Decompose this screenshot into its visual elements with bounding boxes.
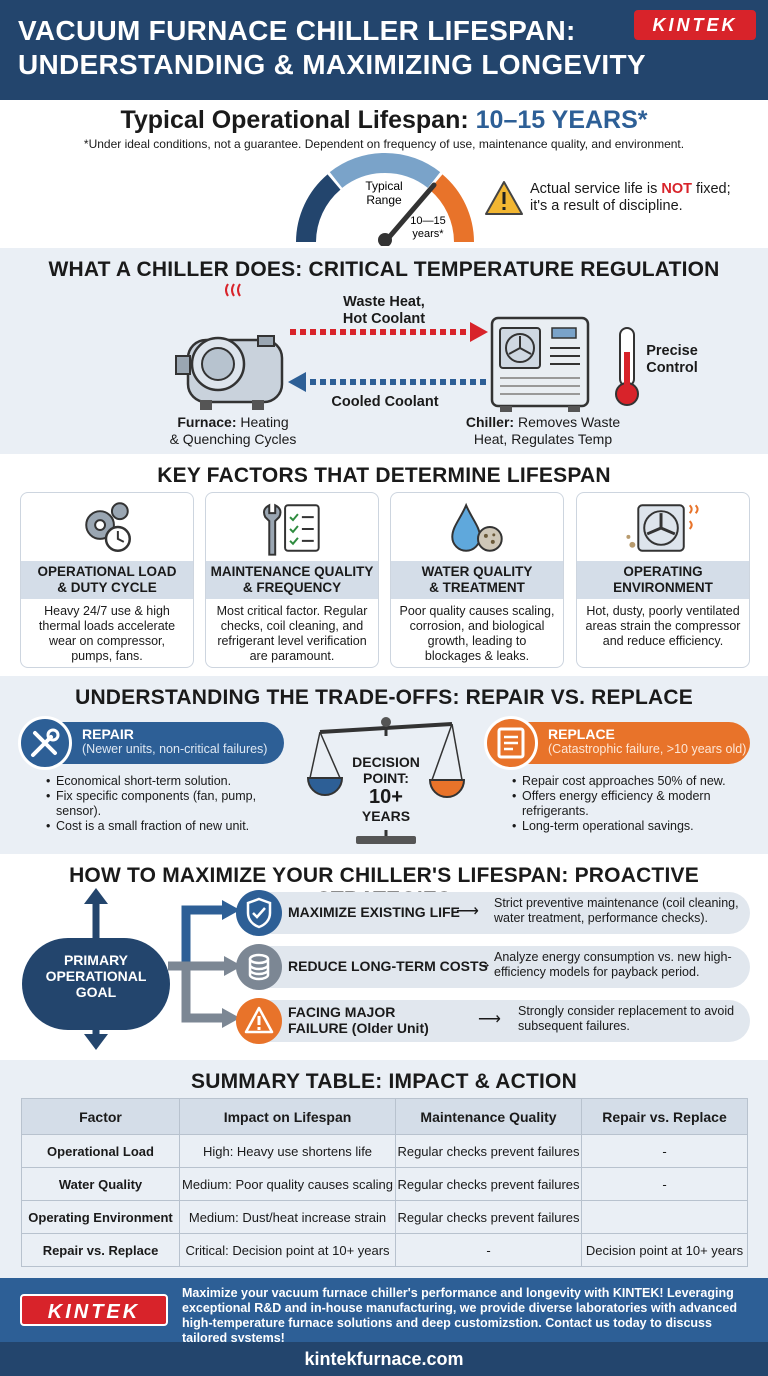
fan-dust-icon: [626, 504, 699, 552]
section-title: KEY FACTORS THAT DETERMINE LIFESPAN: [157, 464, 611, 487]
section-title: SUMMARY TABLE: IMPACT & ACTION: [191, 1070, 577, 1093]
factor-card-operational-load: OPERATIONAL LOAD& DUTY CYCLE Heavy 24/7 …: [20, 492, 194, 668]
shield-check-icon: [236, 890, 282, 936]
coins-icon: [236, 944, 282, 990]
chiller-function-section: WHAT A CHILLER DOES: CRITICAL TEMPERATUR…: [0, 248, 768, 454]
strategies-section: HOW TO MAXIMIZE YOUR CHILLER'S LIFESPAN:…: [0, 854, 768, 1060]
summary-table: Factor Impact on Lifespan Maintenance Qu…: [21, 1098, 748, 1267]
table-row: Operating Environment Medium: Dust/heat …: [21, 1200, 748, 1234]
key-factors-section: KEY FACTORS THAT DETERMINE LIFESPAN OPER…: [0, 454, 768, 676]
replace-bullets: Repair cost approaches 50% of new. Offer…: [512, 774, 748, 834]
furnace-label: Furnace: Heating& Quenching Cycles: [169, 414, 297, 447]
water-drop-icon: [451, 502, 503, 552]
furnace-icon: [175, 283, 284, 410]
lifespan-section: Typical Operational Lifespan: 10–15 YEAR…: [0, 100, 768, 248]
balance-scale-icon: [306, 717, 466, 844]
tradeoffs-section: UNDERSTANDING THE TRADE-OFFS: REPAIR VS.…: [0, 676, 768, 854]
strategy-maximize-life: MAXIMIZE EXISTING LIFE ⟶ Strict preventi…: [236, 890, 750, 936]
cooled-coolant-label: Cooled Coolant: [331, 394, 439, 410]
lifespan-title: Typical Operational Lifespan: 10–15 YEAR…: [120, 106, 648, 134]
warning-icon: [236, 998, 282, 1044]
replace-pill: REPLACE (Catastrophic failure, >10 years…: [484, 716, 750, 770]
footer-banner: KINTEK Maximize your vacuum furnace chil…: [0, 1278, 768, 1345]
repair-pill: REPAIR (Newer units, non-critical failur…: [18, 716, 284, 770]
table-row: Water Quality Medium: Poor quality cause…: [21, 1167, 748, 1201]
repair-title: REPAIR: [82, 726, 134, 742]
gears-clock-icon: [85, 502, 131, 552]
table-header-row: Factor Impact on Lifespan Maintenance Qu…: [21, 1098, 748, 1135]
document-icon: [484, 716, 538, 770]
website-link[interactable]: kintekfurnace.com: [0, 1342, 768, 1376]
header-banner: VACUUM FURNACE CHILLER LIFESPAN: UNDERST…: [0, 0, 768, 100]
cooling-loop-diagram: [175, 283, 639, 412]
strategy-major-failure: FACING MAJOR FAILURE (Older Unit) ⟶ Stro…: [236, 998, 750, 1044]
lifespan-value: 10–15 YEARS*: [475, 106, 648, 134]
goal-arrows: [84, 888, 242, 1050]
kintek-logo[interactable]: KINTEK: [20, 1294, 168, 1326]
kintek-logo[interactable]: KINTEK: [634, 10, 756, 40]
page-title: VACUUM FURNACE CHILLER LIFESPAN: UNDERST…: [18, 15, 646, 80]
repair-bullets: Economical short-term solution. Fix spec…: [46, 774, 286, 834]
wrench-checklist-icon: [263, 503, 320, 556]
svg-text:Range: Range: [366, 193, 402, 207]
strategy-reduce-costs: REDUCE LONG-TERM COSTS → Analyze energy …: [236, 944, 750, 990]
gauge-value: 10—15: [410, 215, 445, 227]
chiller-icon: [490, 316, 590, 412]
factor-card-maintenance: MAINTENANCE QUALITY& FREQUENCY Most crit…: [205, 492, 379, 668]
warning-icon: [485, 181, 523, 215]
table-row: Operational Load High: Heavy use shorten…: [21, 1134, 748, 1168]
section-title: WHAT A CHILLER DOES: CRITICAL TEMPERATUR…: [48, 258, 720, 281]
replace-title: REPLACE: [548, 726, 615, 742]
tools-icon: [18, 716, 72, 770]
lifespan-gauge: Typical Range 10—15 years*: [296, 153, 474, 246]
table-row: Repair vs. Replace Critical: Decision po…: [21, 1233, 748, 1267]
section-title: UNDERSTANDING THE TRADE-OFFS: REPAIR VS.…: [75, 686, 693, 709]
replace-subtitle: (Catastrophic failure, >10 years old): [548, 742, 747, 756]
thermometer-icon: [615, 327, 639, 406]
lifespan-note: *Under ideal conditions, not a guarantee…: [83, 137, 685, 151]
warning-text: Actual service life is NOT fixed; it's a…: [530, 181, 731, 214]
footer-text: Maximize your vacuum furnace chiller's p…: [182, 1286, 737, 1345]
hot-coolant-label: Waste Heat,Hot Coolant: [342, 294, 426, 327]
repair-subtitle: (Newer units, non-critical failures): [82, 742, 268, 756]
svg-text:years*: years*: [412, 228, 444, 240]
gauge-label: Typical: [365, 179, 402, 193]
factor-card-water-quality: WATER QUALITY& TREATMENT Poor quality ca…: [390, 492, 564, 668]
